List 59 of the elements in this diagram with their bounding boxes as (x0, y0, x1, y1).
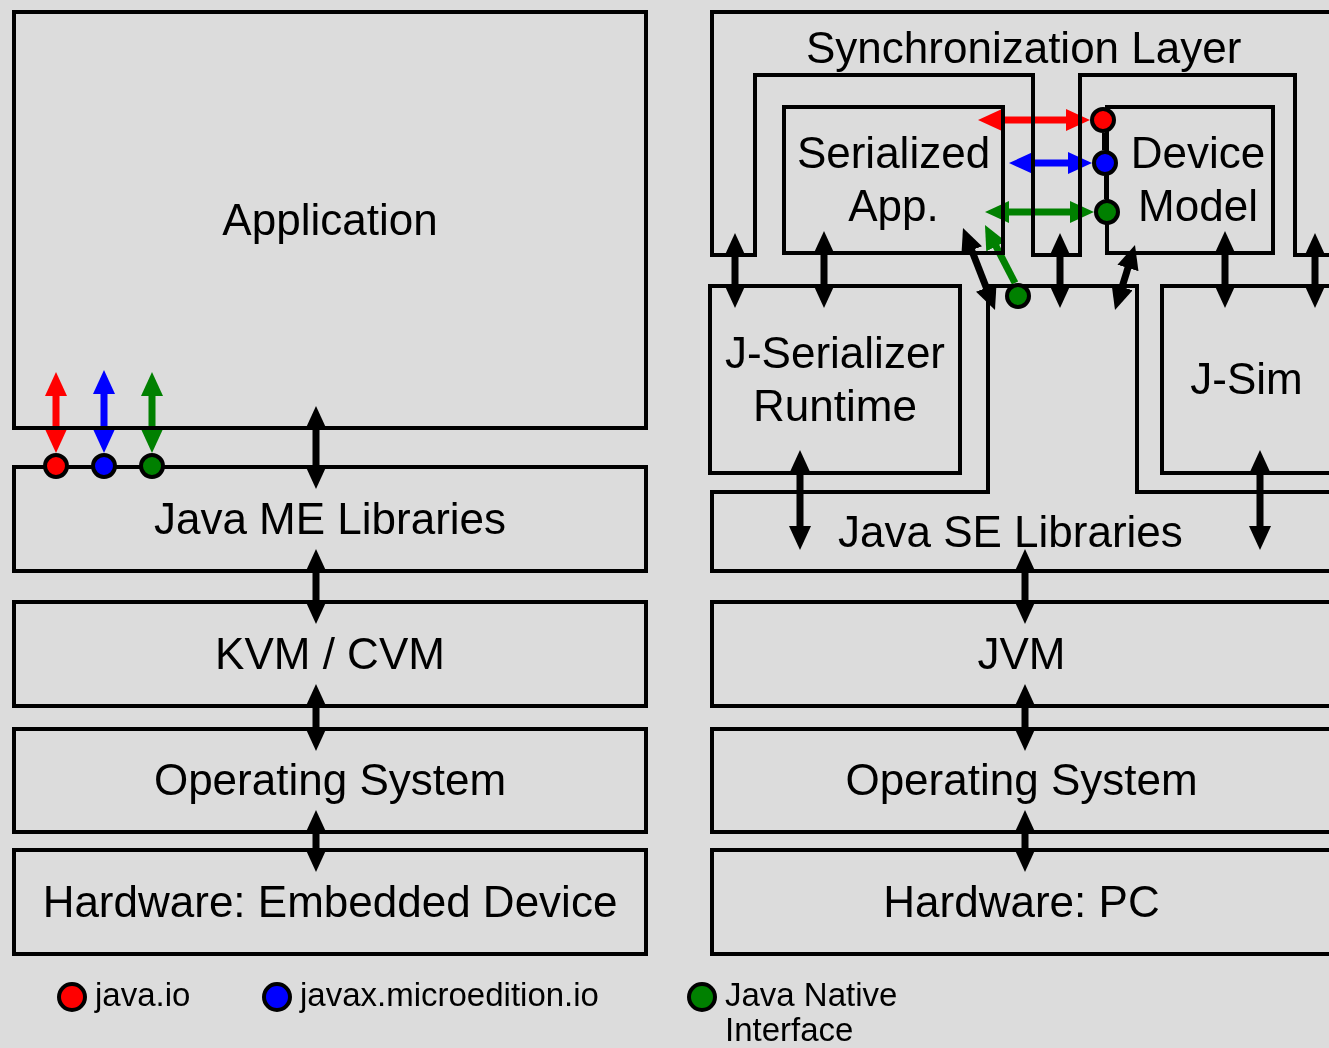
double-arrow (1111, 245, 1139, 310)
layer-label: JVM (977, 627, 1066, 680)
double-arrow (45, 372, 67, 453)
layer-box (12, 727, 648, 834)
layer-box (12, 600, 648, 708)
layer-box (12, 465, 648, 573)
layer-label: Operating System (153, 754, 507, 807)
interface-dot (1094, 199, 1120, 225)
double-arrow (789, 450, 811, 550)
legend-label: javax.microedition.io (300, 978, 599, 1013)
layer-box (710, 727, 1329, 834)
layer-label: KVM / CVM (215, 627, 445, 680)
interface-dot (91, 453, 117, 479)
layer-label: J-Sim (1190, 353, 1303, 406)
layer-label: Application (222, 193, 438, 246)
double-arrow (305, 406, 327, 489)
layer-box (708, 284, 962, 475)
interface-dot (1092, 150, 1118, 176)
interface-dot (1005, 283, 1031, 309)
layer-label: J-Serializer Runtime (723, 326, 946, 432)
layer-label: Java SE Libraries (838, 506, 1183, 558)
layer-label: Operating System (845, 754, 1198, 807)
double-arrow (1214, 231, 1236, 308)
double-arrow (1009, 152, 1092, 174)
layer-label: Hardware: Embedded Device (42, 875, 618, 928)
double-arrow (305, 810, 327, 872)
double-arrow (1049, 233, 1071, 308)
layer-label: Java ME Libraries (153, 492, 507, 545)
legend-label: Java Native Interface (725, 978, 899, 1048)
arrow (985, 225, 1019, 285)
interface-dot (43, 453, 69, 479)
connector-line (1104, 176, 1108, 199)
double-arrow (978, 109, 1090, 131)
legend-label: java.io (95, 978, 191, 1013)
layer-box (1160, 284, 1329, 475)
double-arrow (1249, 450, 1271, 550)
layer-box (710, 848, 1329, 956)
double-arrow (141, 372, 163, 453)
double-arrow (93, 370, 115, 453)
double-arrow (1304, 233, 1326, 308)
interface-dot (1090, 107, 1116, 133)
layer-box (12, 848, 648, 956)
double-arrow (724, 233, 746, 308)
double-arrow (813, 231, 835, 308)
layer-box (710, 600, 1329, 708)
layer-box (12, 10, 648, 430)
double-arrow (305, 549, 327, 624)
interface-dot (139, 453, 165, 479)
layer-label: Hardware: PC (883, 875, 1160, 928)
layer-box (782, 105, 1005, 255)
layer-label: Synchronization Layer (806, 22, 1242, 74)
double-arrow (1014, 810, 1036, 872)
double-arrow (1014, 684, 1036, 751)
layer-label: Device Model (1129, 127, 1267, 232)
layer-label: Serialized App. (795, 127, 992, 232)
double-arrow (961, 228, 997, 310)
double-arrow (1014, 549, 1036, 624)
double-arrow (305, 684, 327, 751)
double-arrow (985, 201, 1094, 223)
